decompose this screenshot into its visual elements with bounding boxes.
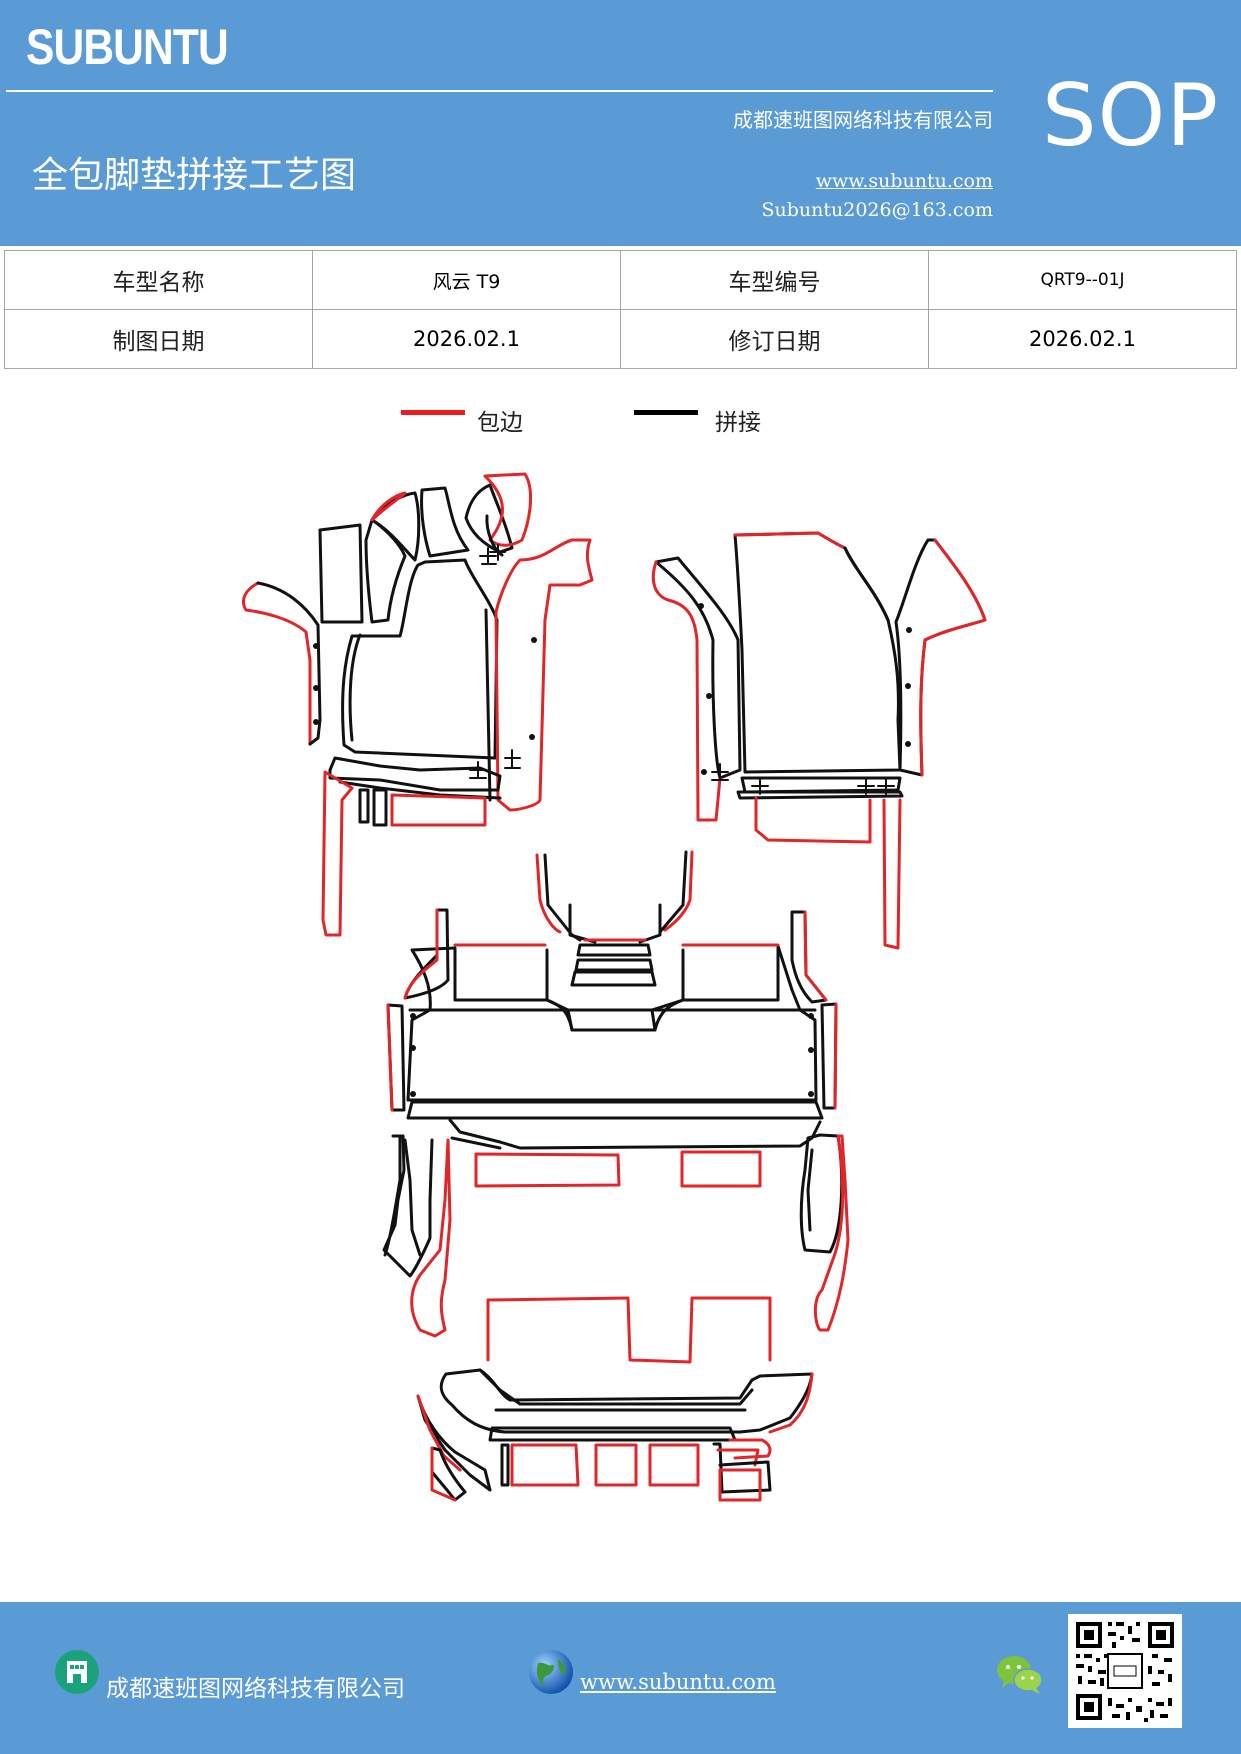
header-divider — [6, 90, 993, 92]
vehicle-info-table: 车型名称 风云 T9 车型编号 QRT9--01J 制图日期 2026.02.1… — [4, 250, 1237, 369]
company-name: 成都速班图网络科技有限公司 — [733, 108, 993, 132]
table-row: 制图日期 2026.02.1 修订日期 2026.02.1 — [4, 309, 1237, 369]
drawing-date-label: 制图日期 — [4, 309, 313, 369]
rear-mat — [382, 1118, 850, 1502]
model-code-value: QRT9--01J — [928, 250, 1237, 310]
front-right-mat — [651, 531, 987, 950]
sop-badge: SOP — [1042, 66, 1220, 166]
legend-swatch-edge — [401, 410, 465, 415]
footer-website-link[interactable]: www.subuntu.com — [580, 1670, 776, 1694]
drawing-date-value: 2026.02.1 — [312, 309, 621, 369]
footer-banner: 成都速班图网络科技有限公司 www.subuntu.com — [0, 1602, 1241, 1754]
wechat-icon — [997, 1656, 1043, 1694]
model-name-value: 风云 T9 — [312, 250, 621, 310]
revision-date-label: 修订日期 — [620, 309, 929, 369]
header-banner: SUBUNTU 成都速班图网络科技有限公司 全包脚垫拼接工艺图 www.subu… — [0, 0, 1241, 246]
floor-mat-diagram — [242, 472, 987, 1502]
model-name-label: 车型名称 — [4, 250, 313, 310]
qr-code — [1068, 1614, 1182, 1728]
front-left-mat — [242, 472, 594, 937]
globe-icon — [529, 1650, 573, 1694]
email-address: Subuntu2026@163.com — [761, 199, 993, 221]
revision-date-value: 2026.02.1 — [928, 309, 1237, 369]
middle-row-mat — [386, 850, 838, 1120]
legend-label-seam: 拼接 — [715, 410, 761, 436]
footer-company-name: 成都速班图网络科技有限公司 — [106, 1676, 405, 1702]
document-title: 全包脚垫拼接工艺图 — [32, 155, 357, 196]
model-code-label: 车型编号 — [620, 250, 929, 310]
website-link[interactable]: www.subuntu.com — [815, 170, 993, 192]
logo: SUBUNTU — [26, 19, 229, 75]
legend-label-edge: 包边 — [477, 410, 523, 436]
table-row: 车型名称 风云 T9 车型编号 QRT9--01J — [4, 250, 1237, 310]
building-icon — [55, 1650, 99, 1694]
legend-swatch-seam — [634, 410, 698, 415]
